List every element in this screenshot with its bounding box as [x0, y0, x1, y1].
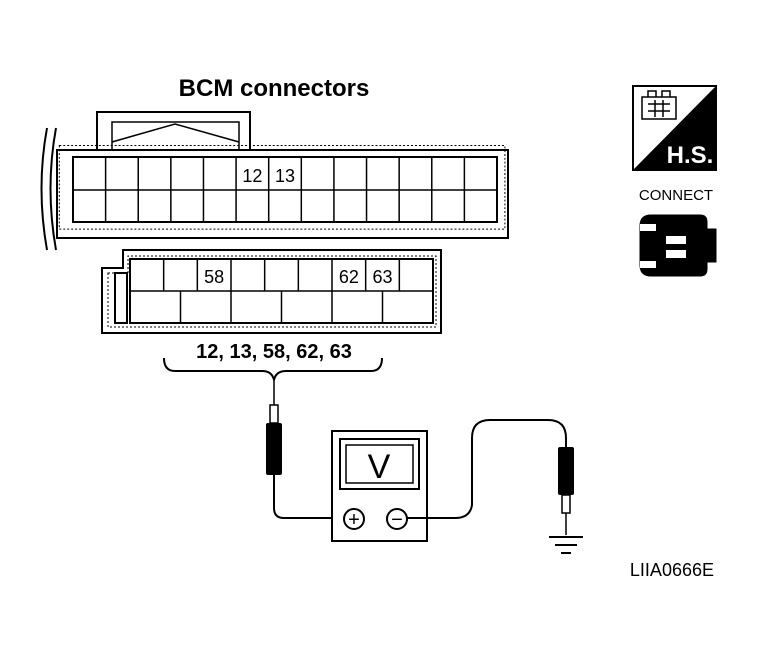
upper-pin-labels: 12 13: [242, 166, 295, 186]
harness-connector-icon: [641, 90, 677, 120]
voltmeter: V + −: [331, 430, 428, 542]
lower-connector: [101, 249, 442, 334]
pins-caption: 12, 13, 58, 62, 63: [196, 341, 352, 363]
hs-label: H.S.: [667, 142, 714, 169]
ground-icon: [549, 536, 583, 554]
plus-terminal-icon: [343, 508, 365, 530]
connect-icon: [639, 214, 717, 277]
upper-pin-label: 12: [242, 166, 262, 186]
negative-probe: [407, 419, 574, 535]
minus-symbol: −: [391, 509, 403, 531]
cut-lines: [40, 127, 57, 251]
lower-pin-label: 58: [204, 267, 224, 287]
upper-connector: [56, 111, 509, 239]
lower-pin-labels: 58 62 63: [204, 267, 392, 287]
figure-id: LIIA0666E: [630, 560, 714, 580]
plus-symbol: +: [348, 509, 360, 531]
lower-pin-label: 62: [339, 267, 359, 287]
lower-pin-label: 63: [372, 267, 392, 287]
connect-label: CONNECT: [639, 187, 713, 204]
meter-display: V: [368, 448, 391, 486]
positive-probe: [266, 380, 344, 519]
diagram-title: BCM connectors: [179, 75, 370, 102]
hs-badge: H.S.: [632, 85, 717, 171]
upper-pin-label: 13: [275, 166, 295, 186]
